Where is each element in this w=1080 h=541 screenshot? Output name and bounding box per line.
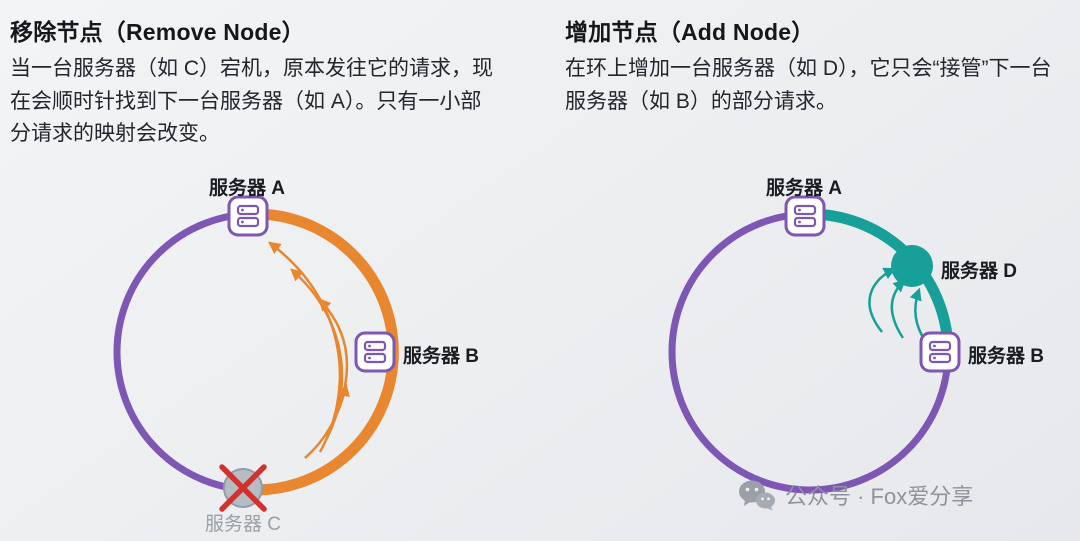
server-b-label-left: 服务器 B <box>403 346 480 367</box>
remove-node-diagram <box>113 195 399 512</box>
server-a-icon-right <box>784 195 826 237</box>
server-d-label-right: 服务器 D <box>941 261 1018 282</box>
redirect-arrow <box>318 298 349 423</box>
remove-node-description: 当一台服务器（如 C）宕机，原本发往它的请求，现在会顺时针找到下一台服务器（如 … <box>10 57 493 146</box>
watermark: 公众号 · Fox爱分享 <box>738 479 973 511</box>
server-a-label-right: 服务器 A <box>765 178 843 199</box>
server-a-label-left: 服务器 A <box>208 178 286 199</box>
new-node-d-circle <box>891 245 933 287</box>
takeover-arrow <box>890 279 906 339</box>
wechat-icon <box>739 480 775 511</box>
watermark-text: 公众号 · Fox爱分享 <box>785 484 974 509</box>
takeover-arrow <box>868 267 897 333</box>
redirect-arrow <box>268 241 342 453</box>
dead-node-c <box>219 464 267 512</box>
add-node-diagram <box>668 195 961 494</box>
add-node-title: 增加节点（Add Node） <box>565 19 815 45</box>
server-b-label-right: 服务器 B <box>968 346 1045 367</box>
redirect-arrow <box>304 383 350 459</box>
add-node-description: 在环上增加一台服务器（如 D），它只会“接管”下一台服务器（如 B）的部分请求。 <box>565 57 1052 113</box>
server-c-label-left: 服务器 C <box>204 514 282 535</box>
server-b-icon-right <box>919 331 961 373</box>
remove-node-title: 移除节点（Remove Node） <box>10 19 305 45</box>
server-b-icon-left <box>354 331 396 373</box>
red-cross-icon <box>219 464 267 512</box>
server-a-icon-left <box>227 195 269 237</box>
redirect-arrows <box>268 241 350 459</box>
